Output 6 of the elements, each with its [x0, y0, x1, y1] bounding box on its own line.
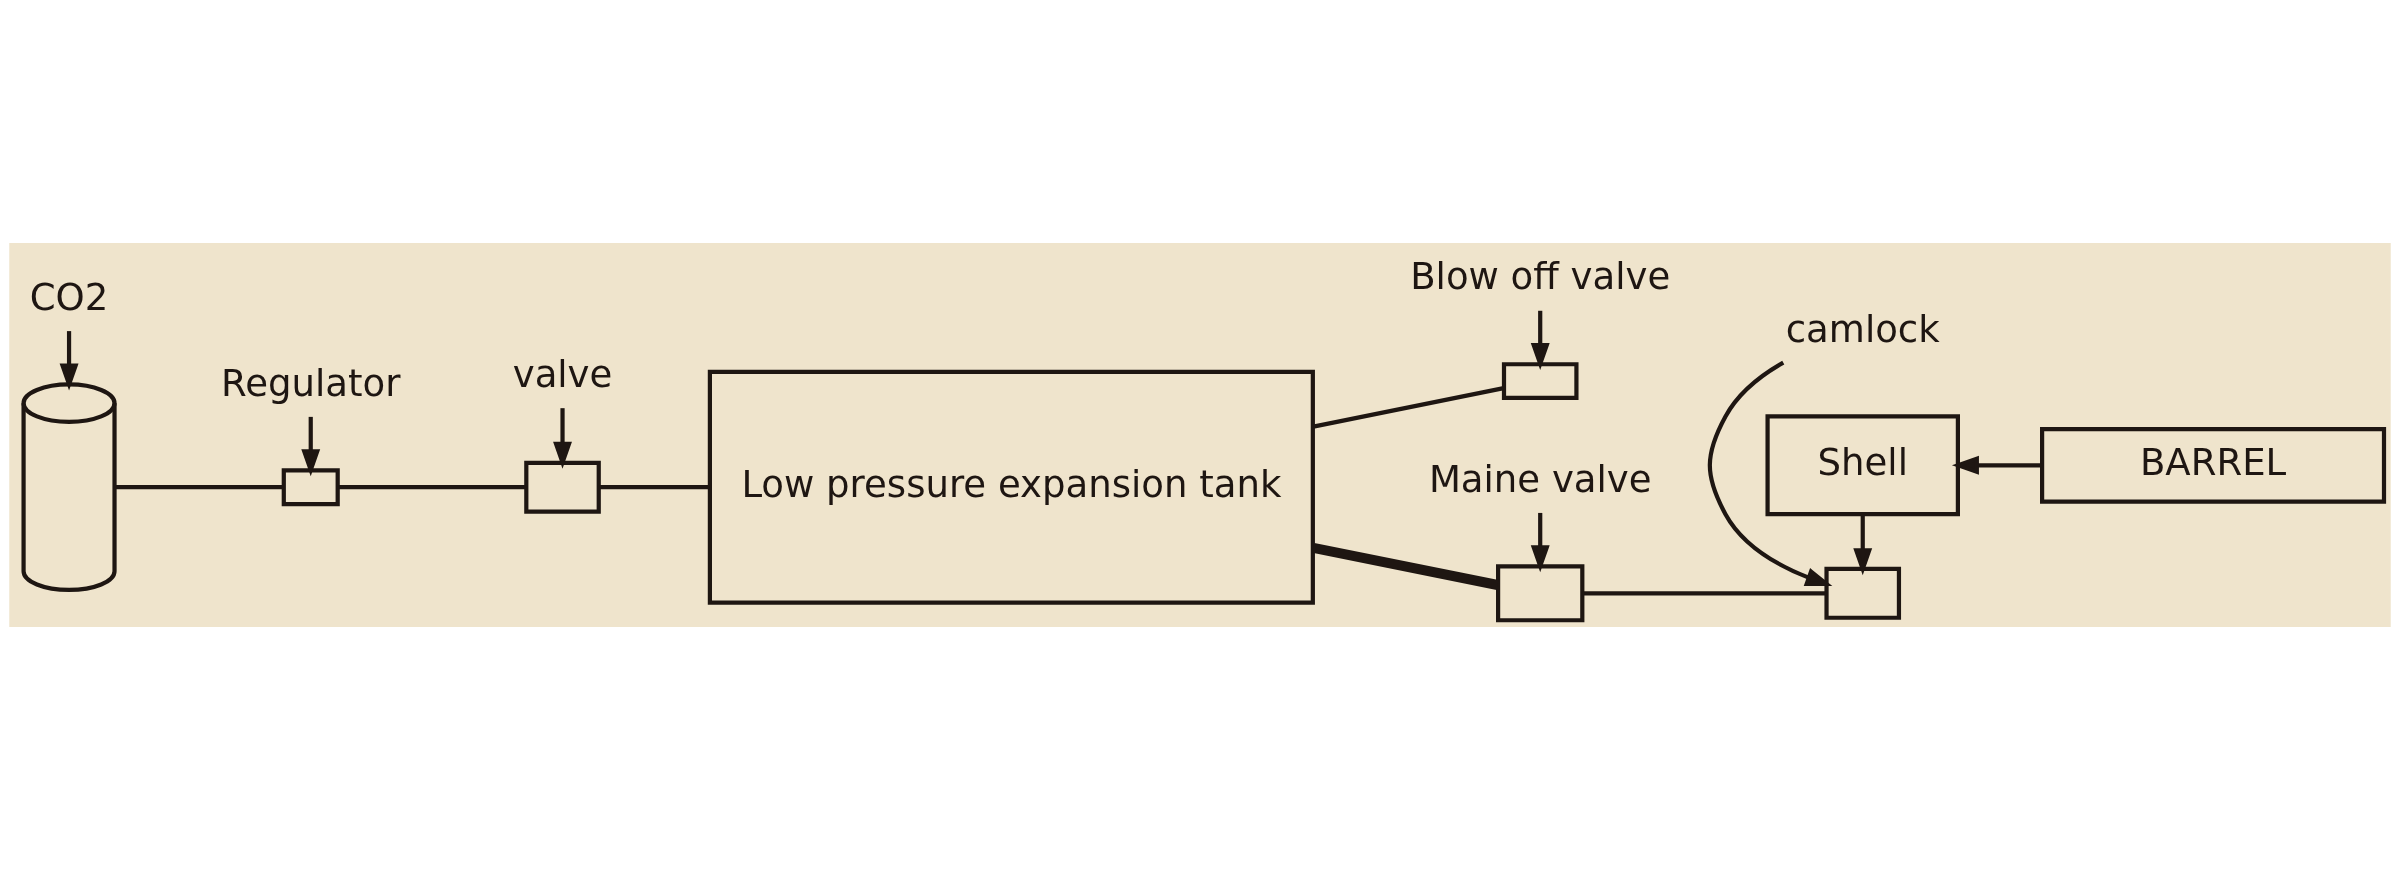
node-text: CO2	[29, 275, 109, 319]
node-text: Maine valve	[1428, 457, 1652, 501]
node-text: valve	[512, 352, 613, 396]
node-text: camlock	[1785, 307, 1940, 351]
node-text: Regulator	[221, 361, 401, 405]
node-text: Blow off valve	[1410, 254, 1671, 298]
